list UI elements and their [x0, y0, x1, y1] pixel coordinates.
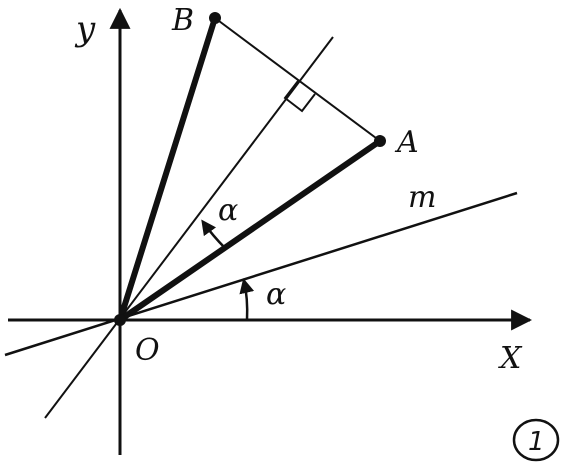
angle-label-upper: α	[218, 193, 238, 228]
origin-label: O	[135, 333, 160, 368]
y-axis-label: y	[74, 9, 96, 49]
point-b	[209, 12, 221, 24]
segment-ob	[117, 15, 218, 323]
point-b-label: B	[171, 3, 194, 38]
line-m-label: m	[408, 180, 436, 215]
angle-label-lower: α	[266, 277, 286, 312]
point-origin	[114, 314, 126, 326]
segment-ba	[214, 17, 381, 142]
angle-arc-lower	[239, 278, 255, 321]
figure-number-circle	[512, 418, 560, 462]
point-a	[374, 135, 386, 147]
point-a-label: A	[394, 125, 419, 160]
angle-arc-upper	[201, 219, 226, 249]
segment-oa	[117, 138, 383, 323]
figure-number: 1	[528, 427, 545, 457]
line-m	[4, 191, 518, 357]
right-angle-mark	[283, 80, 316, 113]
bisector-line	[44, 36, 334, 419]
x-axis-label: X	[498, 341, 523, 376]
